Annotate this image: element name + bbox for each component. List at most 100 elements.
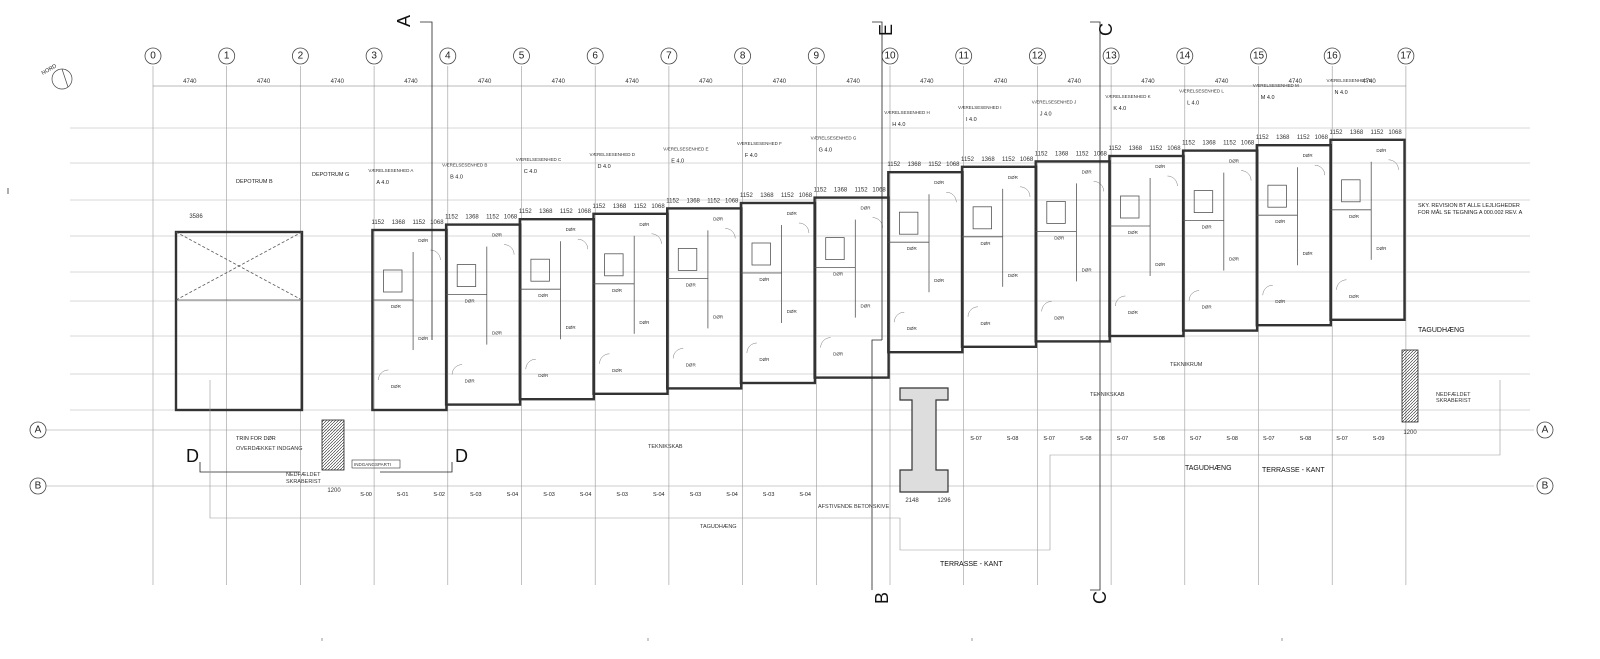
section-c-top-label: C [1096,23,1116,36]
tag-S-04: S-04 [507,492,519,498]
door-label: DØR [465,299,476,304]
sub-dim: 1368 [1129,146,1143,152]
top-dim-13: 4740 [1141,79,1155,85]
dim-1200-left: 1200 [327,488,341,494]
unit-code: I 4.0 [966,117,977,123]
sub-dim: 1068 [1094,151,1108,157]
revision-line-1: SKY. REVISION BT ALLE LEJLIGHEDER [1418,203,1520,209]
unit-heading: VÆRELSESENHED J [1032,99,1077,104]
top-dim-5: 4740 [552,79,566,85]
tag-S-08: S-08 [1007,436,1019,442]
tag-S-03: S-03 [690,492,702,498]
sub-dim: 1152 [1002,157,1016,163]
sub-dim: 1152 [1035,151,1049,157]
sub-dim: 1152 [486,215,500,221]
tag-S-08: S-08 [1300,436,1312,442]
grid-label-5: 5 [519,51,525,62]
sub-dim: 1152 [1149,146,1163,152]
tag-S-07: S-07 [1117,436,1129,442]
top-dim-7: 4740 [699,79,713,85]
door-label: DØR [833,272,844,277]
tag-S-01: S-01 [397,492,409,498]
tag-S-09: S-09 [1373,436,1385,442]
sub-dim: 1068 [1388,130,1402,136]
grid-label-16: 16 [1327,51,1339,62]
unit-code: K 4.0 [1113,106,1126,112]
sub-dim: 1068 [651,204,665,210]
grid-bubble-12 [1029,47,1046,65]
unit-code: F 4.0 [745,153,758,159]
grid-bubble-9 [807,47,825,65]
sub-dim: 1068 [1167,146,1181,152]
grid-label-7: 7 [666,51,672,62]
sub-dim: 1368 [1055,151,1069,157]
tag-S-04: S-04 [799,492,811,498]
bathroom [1120,195,1140,219]
sub-dim: 1152 [634,204,648,210]
top-dim-1: 4740 [257,79,271,85]
sub-dim: 1152 [1182,141,1196,147]
tagudhaeng-right-label: TAGUDHÆNG [1418,327,1465,334]
depot-diag-2 [175,231,303,301]
door-swing-2 [798,222,810,234]
section-e-label: E [876,24,896,36]
unit-code: H 4.0 [892,122,905,128]
sub-dim: 1152 [928,162,942,168]
unit-outline [1329,138,1406,322]
door-label: DØR [1376,246,1387,251]
tag-S-08: S-08 [1080,436,1092,442]
unit-outline [813,196,890,379]
terrasse-kant-2: TERRASSE - KANT [1262,467,1325,474]
teknikskab-label: TEKNIKSKAB [648,444,683,450]
sub-dim: 1152 [560,209,574,215]
door-label: DØR [907,246,918,251]
sub-dim: 1068 [430,220,444,226]
door-label: DØR [934,278,945,283]
row-bubble-B-0 [29,477,47,495]
grid-label-2: 2 [298,51,304,62]
grid-bubble-3 [365,47,383,65]
bathroom [751,242,771,266]
nedfaeldet-left: NEDFÆLDET [286,472,321,478]
door-label: DØR [538,293,549,298]
tag-S-00: S-00 [360,492,372,498]
core-stair [899,387,949,493]
door-label: DØR [1303,251,1314,256]
door-label: DØR [686,282,697,287]
depotrum-g-label: DEPOTRUM G [312,172,349,178]
row-bubble-B-1 [1536,477,1554,495]
skraberist-left: SKRABERIST [286,479,321,485]
grid-bubble-14 [1176,47,1194,65]
sub-dim: 1152 [961,157,975,163]
grid-lines [152,66,1407,585]
unit-heading: VÆRELSESENHED M [1253,83,1299,88]
sub-dim: 1152 [1223,141,1237,147]
door-label: DØR [833,352,844,357]
sub-dim: 1368 [760,193,774,199]
sub-dim: 1068 [872,188,886,194]
door-label: DØR [391,304,402,309]
top-dim-8: 4740 [773,79,787,85]
tagudhaeng-lower-label: TAGUDHÆNG [700,524,737,530]
unit-heading: VÆRELSESENHED C [516,157,562,162]
sub-dim: 1152 [1330,130,1344,136]
door-label: DØR [492,233,503,238]
bottom-ticks [321,638,1283,641]
unit-outline [518,217,595,401]
grid-bubble-6 [586,47,604,65]
sub-dim: 1152 [1256,135,1270,141]
door-label: DØR [1128,310,1139,315]
top-dim-0: 4740 [183,79,197,85]
door-swing-2 [651,233,662,244]
sub-dim: 1152 [740,193,754,199]
